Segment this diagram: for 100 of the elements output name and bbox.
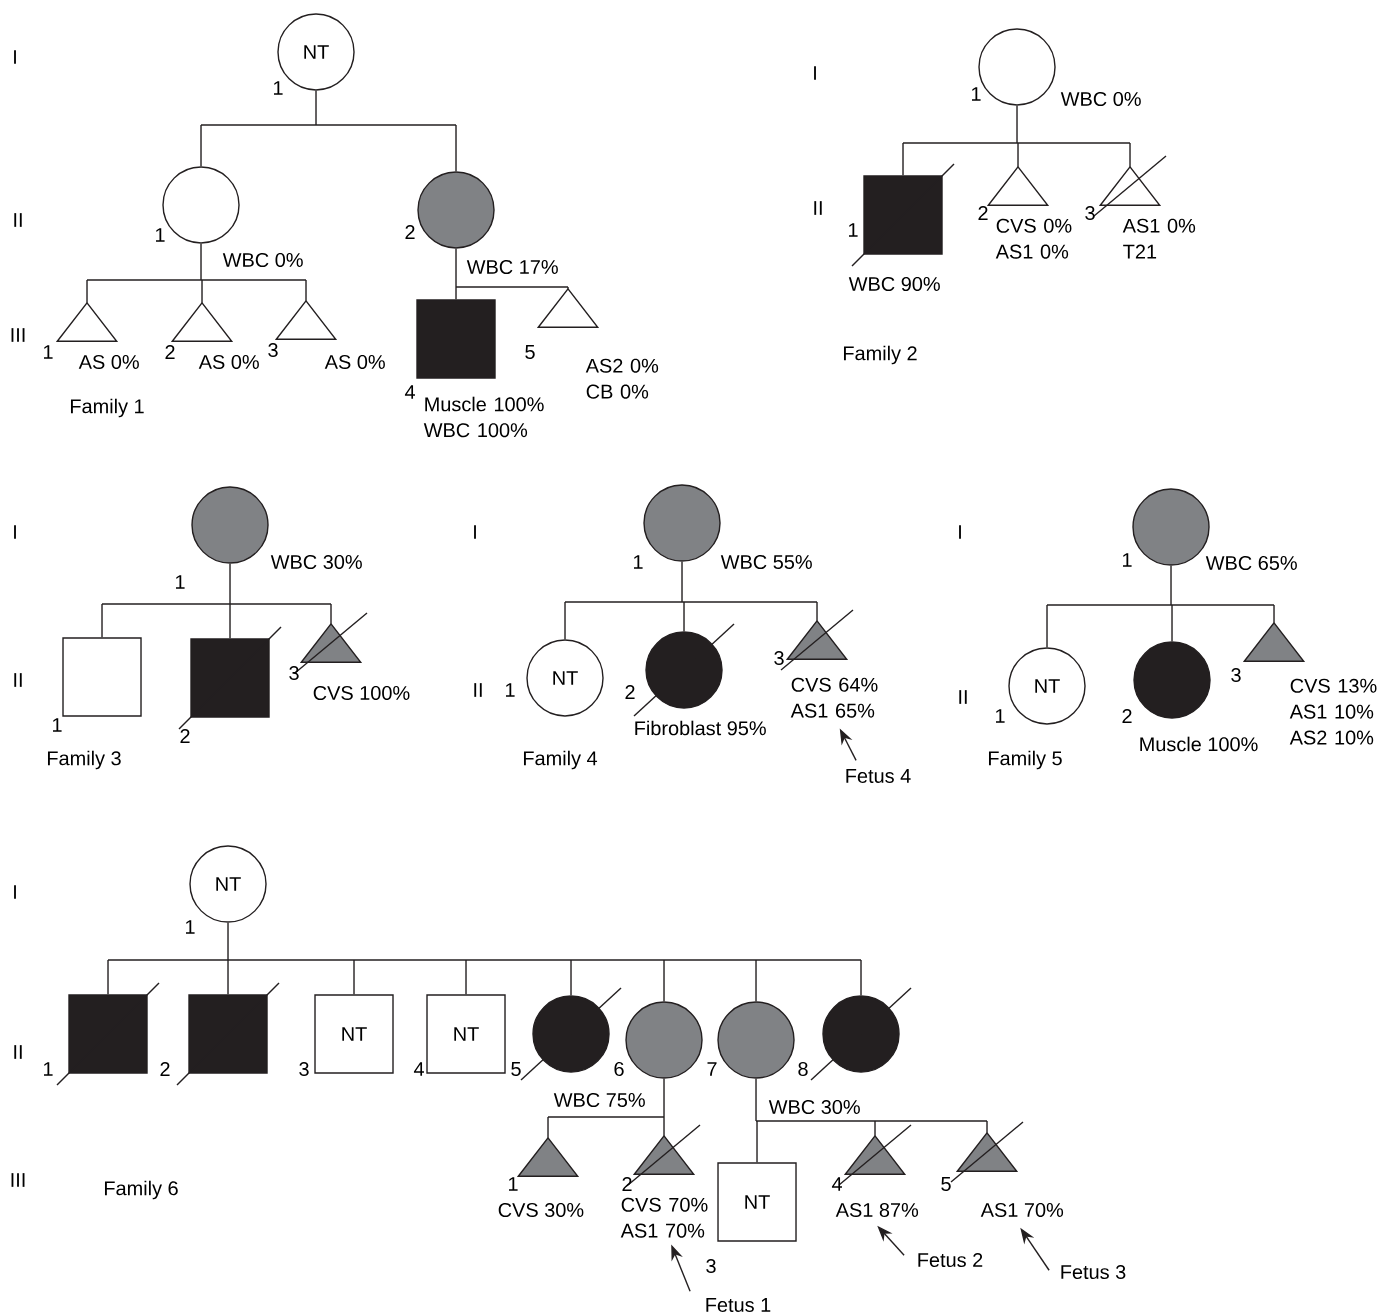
test-result: Muscle 100% WBC 100% [423, 396, 544, 438]
pedigree-line [200, 243, 202, 281]
male-symbol [178, 626, 282, 730]
pedigree-line [107, 959, 862, 961]
female-symbol [191, 486, 269, 564]
pedigree-line [229, 563, 231, 605]
pedigree-line [547, 1116, 549, 1139]
family-label: Family 1 [71, 398, 144, 418]
pedigree-line [986, 1120, 988, 1134]
pedigree-line [816, 601, 818, 622]
pedigree-line [755, 959, 757, 1002]
pedigree-line [305, 279, 307, 302]
individual-number: 2 [165, 345, 175, 359]
family-label: Family 4 [524, 750, 598, 770]
female-symbol [633, 623, 735, 717]
pedigree-line [663, 1116, 665, 1137]
pedigree-line [902, 142, 1131, 144]
individual-number: 1 [972, 87, 981, 101]
individual-number: 4 [831, 1177, 842, 1191]
pregnancy-symbol [1093, 155, 1167, 217]
individual-number: 3 [706, 1258, 716, 1274]
individual-number: 3 [268, 342, 278, 358]
pedigree-line [860, 959, 862, 996]
generation-label: II [959, 690, 967, 704]
pedigree-line [1016, 105, 1018, 144]
pedigree-line [315, 90, 317, 126]
generation-label: I [814, 66, 816, 80]
individual-number: 2 [180, 729, 190, 743]
test-result: WBC 0% [1060, 91, 1141, 107]
test-result: WBC 75% [553, 1092, 645, 1108]
test-result: WBC 90% [848, 276, 940, 292]
pedigree-line [1170, 565, 1172, 606]
family-label: Family 3 [48, 750, 121, 770]
pedigree-line [567, 286, 569, 290]
generation-label: I [14, 885, 16, 899]
pedigree-line [227, 959, 229, 995]
pedigree-line [570, 959, 572, 996]
pedigree-line [330, 603, 332, 625]
pedigree-line [200, 124, 457, 126]
individual-number: 5 [511, 1062, 521, 1076]
pedigree-line [455, 286, 457, 300]
pedigree-line [1046, 604, 1275, 606]
pedigree-line [1273, 604, 1275, 624]
female-symbol [1133, 641, 1211, 719]
individual-number: 1 [634, 555, 643, 569]
individual-number: 1 [44, 1062, 53, 1076]
individual-number: 1 [186, 920, 195, 934]
test-result: AS 0% [324, 354, 385, 370]
test-result: WBC 17% [466, 259, 558, 275]
female-symbol [717, 1001, 795, 1079]
test-result: CVS 70% AS1 70% [620, 1197, 708, 1238]
individual-number: 2 [160, 1062, 170, 1076]
pedigree-line [455, 124, 457, 172]
family-label: Family 5 [989, 750, 1062, 770]
test-result: CVS 64% AS1 65% [790, 677, 878, 718]
pedigree-line [107, 959, 109, 995]
male-symbol [176, 982, 280, 1086]
test-result: CVS 13% AS1 10% AS2 10% [1289, 678, 1377, 745]
generation-label: I [959, 525, 961, 539]
fetus-label: Fetus 1 [706, 1298, 771, 1312]
pedigree-line [755, 1120, 988, 1122]
individual-number: 8 [798, 1061, 808, 1077]
pedigree-line [1171, 604, 1173, 642]
pedigree-line [455, 286, 569, 288]
generation-label: I [14, 525, 16, 539]
test-result: WBC 55% [720, 554, 812, 570]
pedigree-line [86, 279, 88, 304]
test-result: WBC 0% [222, 252, 303, 268]
pedigree-line [229, 603, 231, 639]
test-result: AS1 0% T21 [1122, 218, 1196, 259]
generation-label: II [814, 201, 822, 215]
individual-number: 4 [413, 1062, 424, 1076]
individual-number: 1 [849, 223, 858, 237]
individual-number: 1 [506, 683, 515, 697]
individual-number: 5 [525, 345, 535, 359]
test-result: CVS 100% [313, 685, 410, 701]
pedigree-line [200, 124, 202, 167]
pedigree-line [547, 1116, 665, 1118]
individual-number: 1 [156, 228, 165, 242]
pedigree-line [455, 248, 457, 288]
individual-number: 1 [1123, 553, 1132, 567]
test-result: AS1 87% [835, 1202, 919, 1218]
individual-number: 2 [625, 685, 635, 699]
generation-label: I [474, 525, 476, 539]
individual-number: 2 [1122, 709, 1132, 723]
generation-label: I [14, 50, 16, 64]
pedigree-line [1129, 142, 1131, 168]
individual-number: 3 [299, 1061, 309, 1077]
individual-number: 1 [53, 718, 62, 732]
individual-number: 3 [774, 650, 784, 666]
pedigree-line [86, 279, 307, 281]
generation-label: III [11, 1173, 25, 1187]
family-label: Family 2 [844, 345, 917, 365]
pedigree-line [227, 922, 229, 961]
pedigree-line [465, 959, 467, 995]
individual-number: 3 [289, 665, 299, 681]
pedigree-line [755, 1078, 757, 1122]
female-symbol [417, 171, 495, 249]
generation-label: II [14, 1045, 22, 1059]
fetus-label: Fetus 4 [846, 769, 911, 783]
